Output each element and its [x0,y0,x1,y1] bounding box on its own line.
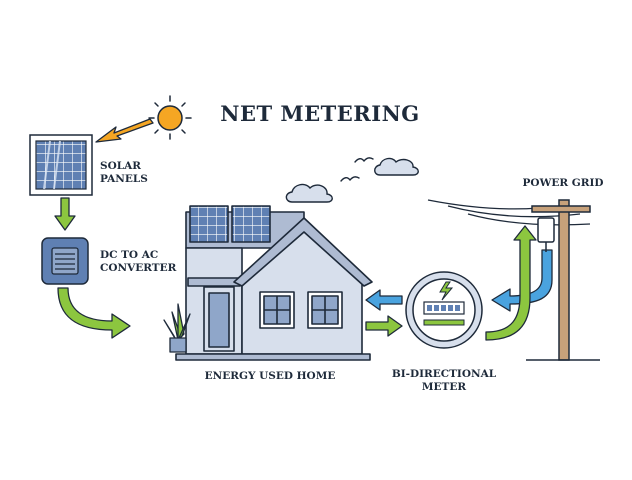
meter-to-home-arrow [365,289,403,311]
meter-label-line-1: BI-DIRECTIONAL [391,368,497,380]
converter-to-home-arrow [57,287,131,339]
solar-panel-icon [29,134,93,196]
meter-to-grid-arrow [485,225,537,341]
grid-to-meter-arrow [491,249,553,312]
solar-panels-label-line-2: PANELS [100,173,148,185]
home-label: ENERGY USED HOME [204,370,336,382]
potted-plant-icon [163,303,191,353]
cloud-icon [374,157,419,176]
sun-icon [148,95,192,140]
meter-label-line-2: METER [421,381,467,393]
solar-panels-label: SOLAR PANELS [100,160,148,186]
house-icon [175,205,373,361]
page-title: NET METERING [220,101,420,126]
panel-to-converter-arrow [54,197,76,231]
bird-icon [340,157,374,182]
cloud-icon [285,183,333,203]
solar-panels-label-line-1: SOLAR [100,160,141,172]
meter-label: BI-DIRECTIONAL METER [384,368,504,394]
home-to-meter-arrow [365,315,403,337]
power-grid-label: POWER GRID [522,177,604,189]
utility-pole-icon [526,199,600,361]
converter-label: DC TO AC CONVERTER [100,249,176,275]
sunlight-arrow [95,118,154,143]
converter-label-line-1: DC TO AC [100,249,159,261]
converter-label-line-2: CONVERTER [100,262,177,274]
converter-icon [41,237,89,285]
bi-directional-meter-icon [405,271,483,349]
